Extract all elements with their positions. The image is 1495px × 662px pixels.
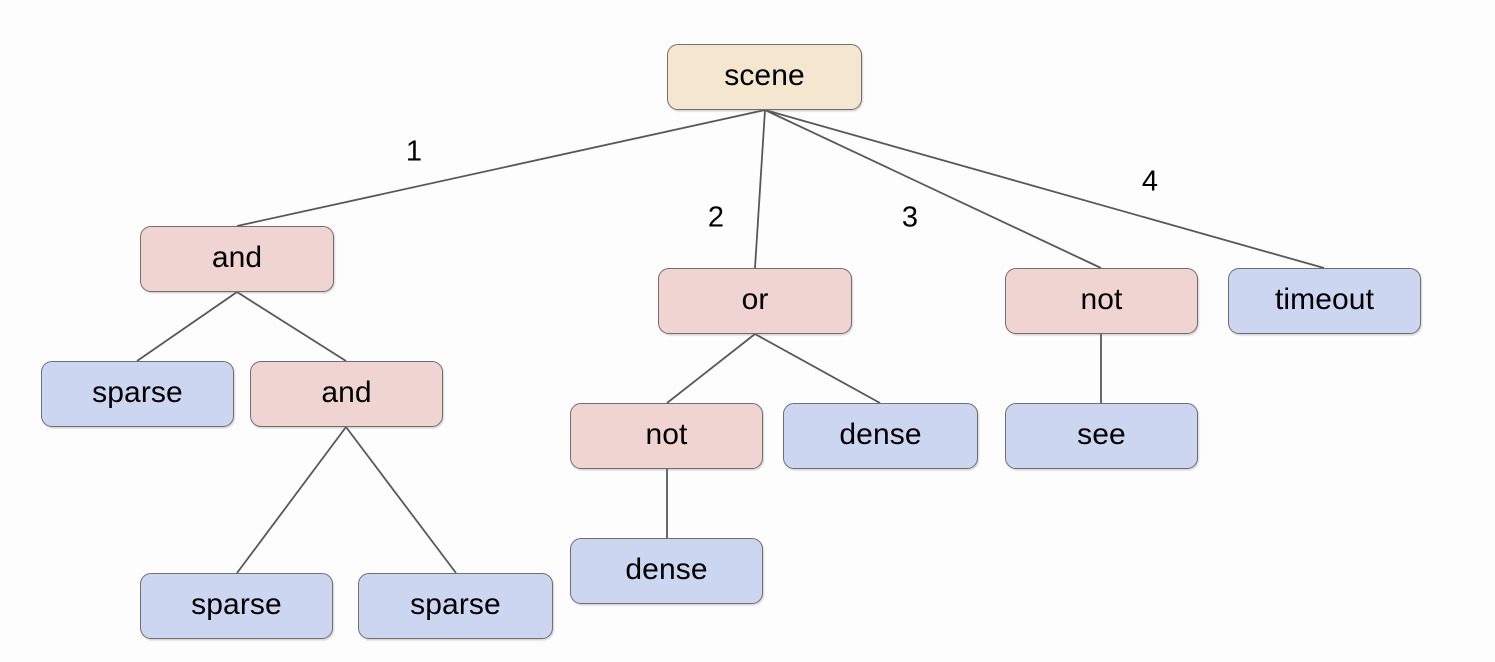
edge-label-scene-and1: 1 bbox=[405, 135, 423, 168]
node-sparse3[interactable]: sparse bbox=[358, 573, 553, 639]
node-label-not2: not bbox=[645, 418, 688, 451]
edge-scene-timeout1 bbox=[764, 109, 1325, 269]
node-label-and1: and bbox=[211, 241, 263, 274]
node-label-sparse3: sparse bbox=[410, 588, 501, 621]
node-and1[interactable]: and bbox=[140, 226, 334, 292]
edge-and2-sparse2 bbox=[236, 426, 347, 574]
edge-or1-not2 bbox=[666, 333, 756, 404]
node-dense1[interactable]: dense bbox=[783, 403, 978, 469]
node-timeout1[interactable]: timeout bbox=[1228, 268, 1421, 334]
node-label-and2: and bbox=[321, 376, 372, 409]
node-not1[interactable]: not bbox=[1005, 268, 1198, 334]
edge-scene-or1 bbox=[754, 109, 766, 269]
edge-scene-not1 bbox=[764, 109, 1102, 269]
edge-label-scene-timeout1: 4 bbox=[1141, 165, 1159, 198]
node-dense2[interactable]: dense bbox=[570, 538, 763, 604]
node-label-sparse1: sparse bbox=[92, 376, 183, 409]
node-sparse2[interactable]: sparse bbox=[140, 573, 333, 639]
node-or1[interactable]: or bbox=[658, 268, 852, 334]
node-label-timeout1: timeout bbox=[1274, 283, 1375, 316]
node-scene[interactable]: scene bbox=[667, 44, 862, 110]
node-label-dense1: dense bbox=[839, 418, 922, 451]
node-label-sparse2: sparse bbox=[191, 588, 282, 621]
edge-or1-dense1 bbox=[754, 333, 881, 404]
node-not2[interactable]: not bbox=[570, 403, 763, 469]
node-label-not1: not bbox=[1080, 283, 1123, 316]
node-label-or1: or bbox=[741, 283, 769, 316]
edge-and1-and2 bbox=[236, 291, 347, 362]
node-label-scene: scene bbox=[724, 59, 805, 92]
node-label-see1: see bbox=[1077, 418, 1126, 451]
edge-and1-sparse1 bbox=[136, 291, 238, 362]
node-and2[interactable]: and bbox=[250, 361, 443, 427]
edge-label-scene-or1: 2 bbox=[707, 201, 725, 234]
edge-scene-and1 bbox=[236, 109, 766, 227]
node-sparse1[interactable]: sparse bbox=[41, 361, 234, 427]
edge-label-scene-not1: 3 bbox=[901, 201, 919, 234]
node-see1[interactable]: see bbox=[1005, 403, 1198, 469]
edge-and2-sparse3 bbox=[345, 426, 457, 574]
node-label-dense2: dense bbox=[625, 553, 708, 586]
